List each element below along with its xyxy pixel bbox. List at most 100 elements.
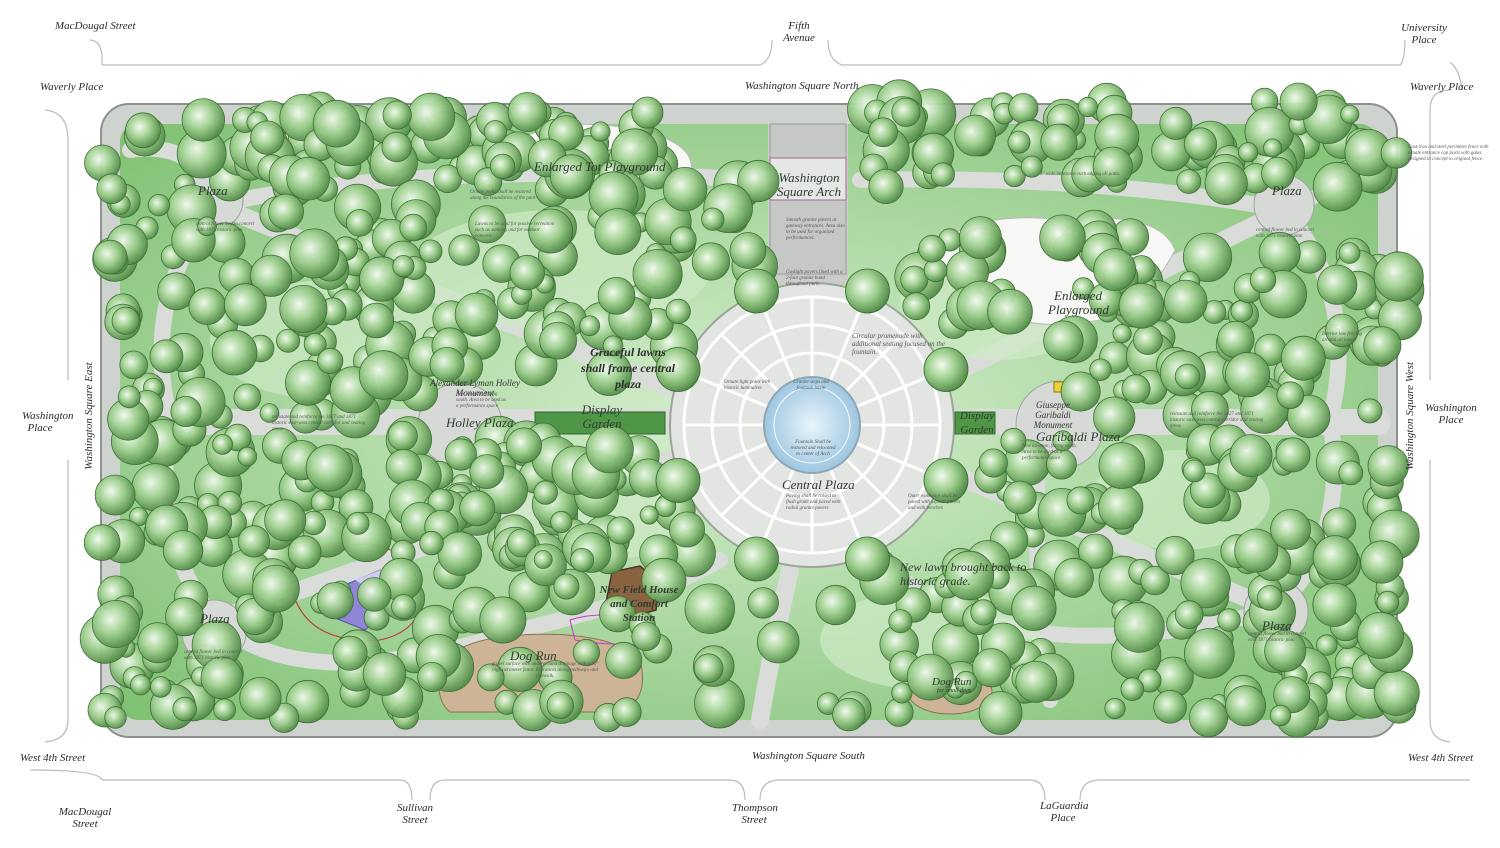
tree xyxy=(669,226,697,254)
tree xyxy=(729,232,767,269)
street-west-4th-right: West 4th Street xyxy=(1408,752,1474,764)
street-fifth-avenue: Fifth Avenue xyxy=(783,20,815,44)
tree xyxy=(130,674,152,696)
label-plaza-sw: Plaza xyxy=(200,611,230,626)
tree xyxy=(259,403,280,423)
tree xyxy=(1066,486,1095,515)
tree xyxy=(1174,363,1201,390)
note-fence: Cast-iron and steel perimeter fence with… xyxy=(1408,145,1489,162)
tree xyxy=(131,463,180,512)
note-se-plaza: central flower bed in concert with 1871 … xyxy=(1248,632,1307,643)
tree xyxy=(533,480,558,505)
label-enlarged-playground: Enlarged Playground xyxy=(1048,288,1109,317)
note-paving: Paving shall be raised to flush grade an… xyxy=(786,494,841,511)
tree xyxy=(845,536,890,582)
tree xyxy=(505,427,542,464)
tree xyxy=(392,255,415,278)
tree xyxy=(1238,142,1259,163)
tree xyxy=(1011,585,1057,631)
label-dog-run-large: Dog Run xyxy=(510,648,557,663)
tree xyxy=(1261,156,1295,191)
street-university-place: University Place xyxy=(1401,22,1447,46)
tree xyxy=(684,583,735,634)
tree xyxy=(507,528,536,558)
tree xyxy=(233,383,262,412)
tree xyxy=(1176,169,1202,194)
tree xyxy=(1020,155,1043,178)
tree xyxy=(602,335,624,357)
tree xyxy=(1230,299,1254,323)
tree xyxy=(918,234,946,263)
label-new-lawn: New lawn brought back to historic grade. xyxy=(900,560,1027,588)
tree xyxy=(1052,430,1074,452)
tree xyxy=(305,444,353,492)
tree xyxy=(399,213,428,242)
street-sullivan: Sullivan Street xyxy=(396,802,434,826)
tree xyxy=(1273,676,1311,714)
tree xyxy=(287,535,322,569)
tree xyxy=(533,550,553,569)
tree xyxy=(251,564,300,613)
tree xyxy=(1312,582,1357,627)
tree xyxy=(1153,689,1187,724)
tree xyxy=(1182,459,1206,483)
tree xyxy=(923,258,948,283)
tree xyxy=(832,697,866,732)
tree xyxy=(970,599,997,626)
street-washington-place-left: Washington Place xyxy=(22,410,74,434)
tree xyxy=(419,530,444,556)
tree xyxy=(165,597,205,637)
tree xyxy=(346,511,370,535)
tree xyxy=(407,92,456,141)
label-holley-plaza: Holley Plaza xyxy=(446,415,514,430)
tree xyxy=(1190,472,1226,509)
tree xyxy=(734,268,779,314)
tree xyxy=(147,194,170,217)
note-ornate-lights: Ornate light poles with historic luminai… xyxy=(724,380,771,391)
tree xyxy=(954,114,996,157)
tree xyxy=(285,359,331,406)
street-curbs xyxy=(29,39,1470,801)
tree xyxy=(1263,138,1283,158)
tree xyxy=(1140,565,1170,596)
tree xyxy=(170,395,202,427)
tree xyxy=(1040,123,1078,161)
tree xyxy=(317,347,344,374)
tree xyxy=(1367,445,1409,487)
tree xyxy=(954,670,978,694)
tree xyxy=(1269,704,1292,727)
tree xyxy=(1104,697,1126,720)
tree xyxy=(1338,460,1364,486)
central-plaza-drawing xyxy=(669,282,955,568)
tree xyxy=(211,329,258,376)
tree xyxy=(597,276,636,315)
tree xyxy=(1093,248,1137,292)
tree xyxy=(1174,600,1204,629)
tree xyxy=(1163,279,1208,324)
tree xyxy=(1312,535,1358,581)
tree xyxy=(286,156,330,201)
tree xyxy=(162,530,204,571)
tree xyxy=(594,208,642,256)
tree xyxy=(91,600,140,649)
tree xyxy=(1376,590,1400,614)
tree xyxy=(279,284,328,333)
label-plaza-se: Plaza xyxy=(1262,618,1292,633)
tree xyxy=(104,706,127,729)
tree xyxy=(734,536,779,582)
tree xyxy=(1325,313,1359,348)
tree xyxy=(539,321,577,360)
tree xyxy=(1338,242,1361,264)
tree xyxy=(1275,437,1311,473)
arch-footprint xyxy=(769,157,847,201)
tree xyxy=(1043,320,1084,361)
tree xyxy=(550,510,573,534)
tree xyxy=(1155,535,1195,576)
tree xyxy=(923,347,969,392)
tree xyxy=(1380,137,1413,169)
tree xyxy=(1204,161,1248,206)
tree xyxy=(572,638,601,667)
tree xyxy=(1039,214,1086,261)
note-ne-plaza: central flower bed in concert with 1871 … xyxy=(1256,228,1315,239)
tree xyxy=(1159,106,1193,140)
